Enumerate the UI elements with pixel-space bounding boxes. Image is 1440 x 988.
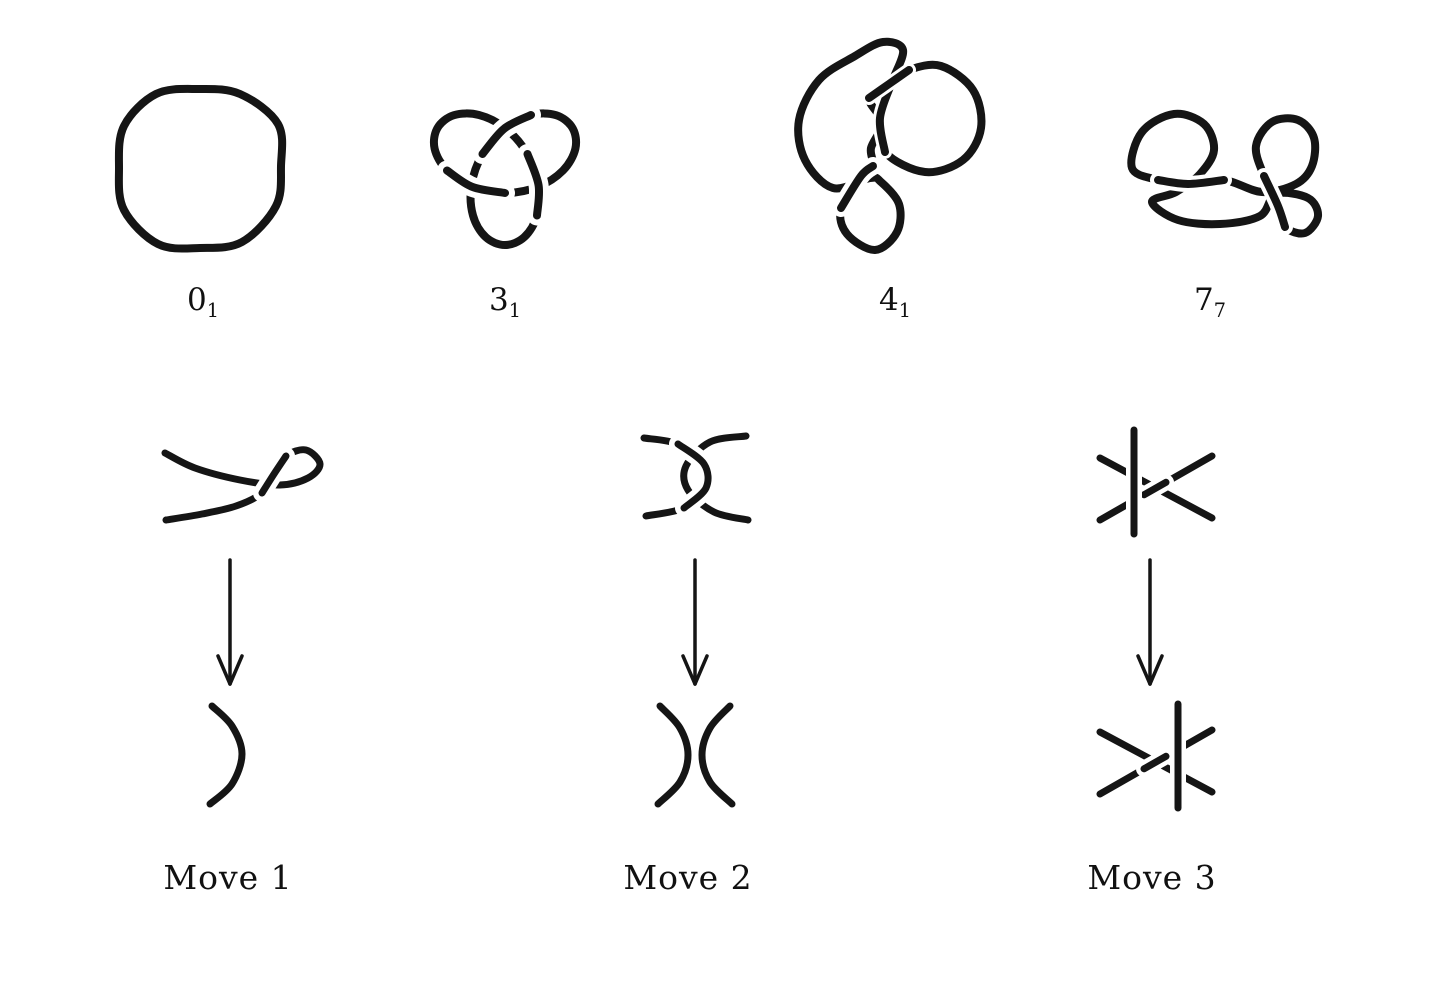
figure-eight-knot-diagram	[794, 37, 986, 254]
knot-curve	[114, 84, 287, 253]
transform-arrow-icon	[216, 558, 244, 686]
knot-subscript: 1	[508, 299, 521, 323]
knot-subscript: 1	[206, 299, 219, 323]
knot-subscript: 7	[1213, 299, 1226, 323]
arrow-head	[1136, 654, 1152, 686]
crossing-over-strand	[443, 166, 509, 197]
knot-symbol: 3	[489, 282, 509, 318]
crossing-over-strand	[1140, 752, 1170, 773]
move1-label: Move 1	[118, 858, 338, 897]
crossing-over-strand	[258, 452, 290, 497]
strand-curve	[161, 446, 324, 524]
crossing-over-strand	[865, 66, 913, 102]
knot-label-unknot: 01	[123, 282, 283, 320]
strand-curve	[680, 432, 752, 524]
arrow-head	[693, 654, 709, 686]
move-label-text: Move 2	[623, 858, 753, 897]
trefoil-knot-diagram	[429, 105, 581, 249]
move2-after-diagram	[654, 702, 736, 808]
knot-label-seven-seven: 77	[1130, 282, 1290, 320]
move3-after-diagram	[1096, 700, 1216, 812]
arrow-head	[228, 654, 244, 686]
strand-curve	[698, 702, 736, 808]
transform-arrow-icon	[1136, 558, 1164, 686]
move1-after-diagram	[206, 702, 246, 808]
strand-curve	[654, 702, 692, 808]
unknot-diagram	[114, 84, 287, 253]
knot-label-figure-eight: 41	[815, 282, 975, 320]
strand-curve	[206, 702, 246, 808]
transform-arrow-icon	[681, 558, 709, 686]
knot-curve	[1127, 109, 1323, 238]
move-label-text: Move 3	[1087, 858, 1217, 897]
seven-seven-knot-diagram	[1127, 109, 1323, 238]
crossing-over-strand	[674, 440, 712, 512]
crossing-over-strand	[478, 111, 535, 158]
knot-subscript: 1	[898, 299, 911, 323]
knot-symbol: 7	[1194, 282, 1214, 318]
crossing-over-strand	[1154, 176, 1228, 188]
move3-label: Move 3	[1042, 858, 1262, 897]
move2-label: Move 2	[578, 858, 798, 897]
arrow-head	[216, 654, 232, 686]
arrow-head	[1148, 654, 1164, 686]
crossing-over-strand	[1260, 172, 1289, 231]
crossing-over-strand	[837, 162, 877, 212]
move1-before-diagram	[161, 446, 324, 524]
knot-symbol: 0	[187, 282, 207, 318]
move2-before-diagram	[640, 432, 752, 524]
knot-symbol: 4	[879, 282, 899, 318]
knot-curve	[794, 37, 986, 254]
knot-curve	[429, 109, 581, 249]
move-label-text: Move 1	[163, 858, 293, 897]
crossing-over-strand	[1140, 478, 1170, 499]
crossing-over-strand	[523, 150, 544, 220]
knot-label-trefoil: 31	[425, 282, 585, 320]
arrow-head	[681, 654, 697, 686]
move3-before-diagram	[1096, 426, 1216, 538]
